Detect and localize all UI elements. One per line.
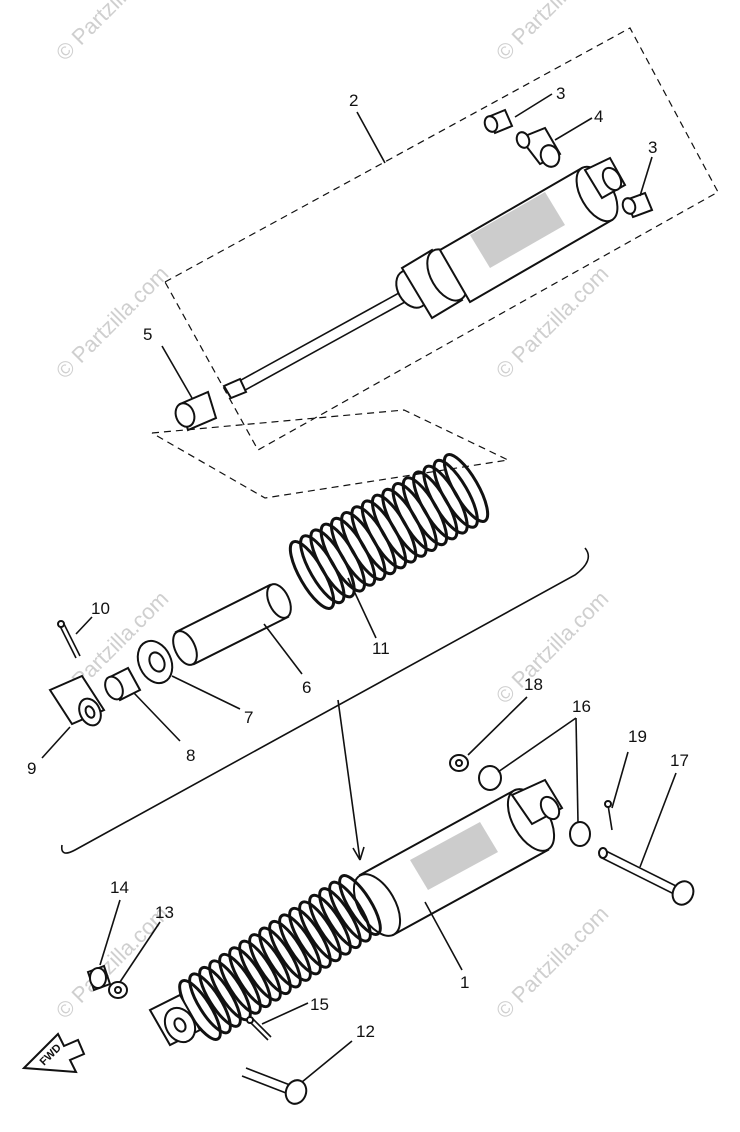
- nut-14: [86, 964, 112, 992]
- pin-17: [598, 847, 695, 906]
- bushing-8: [104, 666, 142, 702]
- callout-16: 16: [572, 697, 591, 716]
- cotter-pin-10: [57, 620, 81, 659]
- spring-coil: [238, 939, 282, 1002]
- forward-arrow-icon: FWD: [21, 1032, 86, 1074]
- washer-18: [449, 754, 469, 772]
- washer-7: [136, 639, 174, 685]
- spring-coil: [198, 965, 242, 1028]
- cotter-pin-19: [604, 800, 613, 831]
- callout-5: 5: [143, 325, 152, 344]
- spring-coil: [432, 458, 479, 529]
- callout-18: 18: [524, 675, 543, 694]
- callout-7: 7: [244, 708, 253, 727]
- spring-coil: [188, 972, 232, 1035]
- spring-coil: [298, 900, 342, 963]
- spacer-tube-6: [172, 583, 292, 666]
- callout-17: 17: [670, 751, 689, 770]
- spring-coil: [268, 919, 312, 982]
- spring-coil: [338, 874, 382, 936]
- bump-stopper-5: [174, 390, 218, 432]
- callout-14: 14: [110, 878, 129, 897]
- callout-3b: 3: [648, 138, 657, 157]
- spring-coil: [318, 887, 362, 950]
- callout-13: 13: [155, 903, 174, 922]
- callout-10: 10: [91, 599, 110, 618]
- spring-coil: [288, 906, 332, 969]
- spring-coil: [248, 933, 292, 996]
- assembly-dashed-outline: [151, 27, 719, 499]
- watermark: © Partzilla.com: [51, 0, 174, 66]
- spring-coil: [228, 946, 272, 1009]
- collar-4: [515, 126, 562, 168]
- watermark: © Partzilla.com: [491, 586, 614, 709]
- watermark: © Partzilla.com: [51, 261, 174, 384]
- callout-4: 4: [594, 107, 603, 126]
- callout-1: 1: [460, 973, 469, 992]
- spring-coil: [308, 893, 352, 956]
- callout-11: 11: [372, 639, 390, 658]
- callouts: 2 3 4 3 5 10 11 6 7 8 9 18 16 19 17 14 1…: [27, 84, 689, 1041]
- cotter-pin-15: [246, 1016, 272, 1041]
- watermark: © Partzilla.com: [491, 901, 614, 1024]
- spring-coil: [218, 952, 262, 1015]
- callout-8: 8: [186, 746, 195, 765]
- bushing-3b: [621, 191, 654, 219]
- washer-16b: [569, 821, 591, 847]
- spring-seat-9: [48, 674, 106, 727]
- washer-13: [108, 981, 128, 999]
- callout-9: 9: [27, 759, 36, 778]
- pin-12: [241, 1067, 308, 1105]
- callout-6: 6: [302, 678, 311, 697]
- callout-19: 19: [628, 727, 647, 746]
- divider-curve: [60, 547, 590, 854]
- washer-16a: [478, 765, 502, 791]
- spring-11: [288, 453, 490, 610]
- callout-12: 12: [356, 1022, 375, 1041]
- shock-absorber-1: [148, 778, 564, 1047]
- watermark: © Partzilla.com: [491, 0, 614, 66]
- leader-lines: [41, 93, 677, 1083]
- callout-2: 2: [349, 91, 358, 110]
- damper-assembly: [222, 156, 627, 400]
- watermarks: © Partzilla.com © Partzilla.com © Partzi…: [51, 0, 614, 1024]
- spring-coil: [442, 453, 490, 523]
- callout-15: 15: [310, 995, 329, 1014]
- spring-coil: [258, 926, 302, 989]
- spring-coil: [278, 913, 322, 976]
- spring-coil: [328, 880, 372, 943]
- bushing-3a: [483, 108, 514, 135]
- callout-3a: 3: [556, 84, 565, 103]
